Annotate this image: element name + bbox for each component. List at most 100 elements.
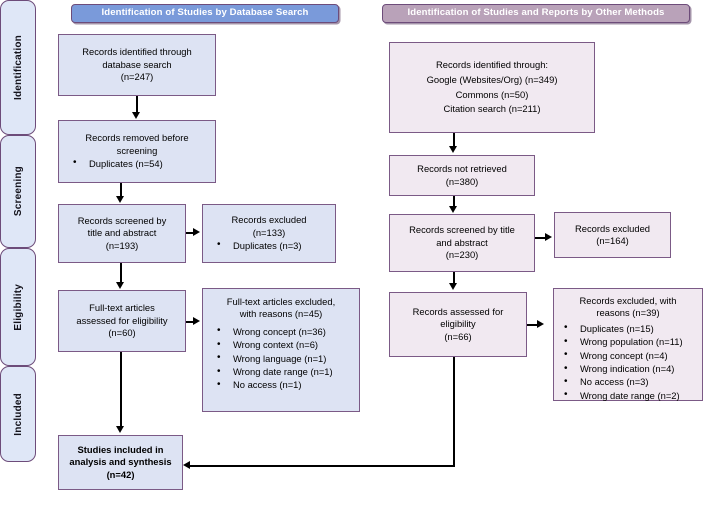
connector-screened-to-fulltext [119, 263, 123, 283]
arrowhead-down [116, 282, 125, 289]
arrowhead-right [545, 233, 552, 242]
box-records-screened-title-abstract-left: Records screened by title and abstract (… [58, 204, 186, 263]
text-line: Records identified through: [435, 59, 549, 71]
connector-fulltext-to-included [119, 352, 123, 427]
text-line: Records screened by title [409, 224, 515, 236]
list-item: No access (n=3) [560, 376, 698, 389]
banner-right-label: Identification of Studies and Reports by… [407, 7, 665, 19]
box-records-identified-database: Records identified through database sear… [58, 34, 216, 96]
arrowhead-down [449, 206, 458, 213]
text-line: (n=380) [445, 175, 479, 187]
bullet-list: Duplicates (n=54) [59, 157, 215, 170]
text-line: (n=42) [106, 468, 135, 480]
arrowhead-right [193, 228, 200, 237]
stage-screening-label: Screening [12, 166, 24, 217]
text-line: with reasons (n=45) [239, 308, 323, 320]
arrowhead-down [449, 283, 458, 290]
text-line: assessed for eligibility [76, 314, 168, 326]
text-line: Commons (n=50) [455, 88, 529, 100]
box-records-assessed-eligibility: Records assessed for eligibility (n=66) [389, 292, 527, 357]
list-item: Duplicates (n=15) [560, 322, 698, 335]
arrowhead-down [116, 196, 125, 203]
stage-eligibility: Eligibility [0, 248, 36, 366]
text-line: and abstract [436, 236, 488, 248]
text-line: Studies included in [77, 443, 164, 455]
box-fulltext-assessed-eligibility: Full-text articles assessed for eligibil… [58, 290, 186, 352]
connector-screened-to-excluded-133 [186, 231, 194, 235]
box-records-excluded-133: Records excluded (n=133) Duplicates (n=3… [202, 204, 336, 263]
text-line: (n=247) [120, 71, 154, 83]
list-item: Wrong date range (n=2) [560, 389, 698, 402]
text-line: (n=60) [108, 327, 136, 339]
stage-included-label: Included [12, 392, 24, 436]
text-line: title and abstract [87, 227, 157, 239]
arrowhead-down [132, 112, 141, 119]
box-records-not-retrieved: Records not retrieved (n=380) [389, 155, 535, 196]
text-line: Full-text articles excluded, [226, 296, 336, 307]
banner-other-methods: Identification of Studies and Reports by… [382, 4, 690, 23]
bullet-list: Duplicates (n=3) [203, 239, 335, 252]
bullet-list: Wrong concept (n=36) Wrong context (n=6)… [203, 325, 359, 393]
connector-assessed-elbow-vertical [452, 357, 456, 467]
list-item: Wrong context (n=6) [213, 339, 355, 352]
text-line: analysis and synthesis [69, 456, 172, 468]
text-line: Records excluded [574, 222, 651, 234]
list-item: Wrong date range (n=1) [213, 366, 355, 379]
text-line: (n=230) [445, 249, 479, 261]
text-line: Records identified through [82, 46, 192, 58]
text-line: Records excluded, with [579, 295, 677, 306]
text-line: screening [116, 144, 158, 156]
box-records-identified-other-methods: Records identified through: Google (Webs… [389, 42, 595, 133]
box-fulltext-excluded-reasons: Full-text articles excluded, with reason… [202, 288, 360, 412]
text-line: reasons (n=39) [596, 307, 660, 319]
arrowhead-right [193, 317, 200, 326]
text-line: (n=193) [105, 239, 139, 251]
connector-screened-to-excluded-164 [535, 236, 546, 240]
box-records-removed-before-screening: Records removed before screening Duplica… [58, 120, 216, 183]
text-line: Records excluded [231, 214, 307, 226]
box-studies-included: Studies included in analysis and synthes… [58, 435, 183, 490]
connector-identified-other-to-not-retrieved [452, 133, 456, 147]
banner-left-label: Identification of Studies by Database Se… [101, 7, 309, 19]
list-item: Wrong indication (n=4) [560, 363, 698, 376]
stage-screening: Screening [0, 135, 36, 248]
stage-identification-label: Identification [12, 34, 24, 101]
text-line: database search [102, 58, 172, 70]
arrowhead-right [537, 320, 544, 329]
banner-database-search: Identification of Studies by Database Se… [71, 4, 339, 23]
text-line: Records screened by [77, 214, 167, 226]
box-records-screened-title-abstract-right: Records screened by title and abstract (… [389, 214, 535, 272]
list-item: No access (n=1) [213, 379, 355, 392]
arrowhead-down [116, 426, 125, 433]
text-line: eligibility [440, 318, 476, 330]
list-item: Wrong population (n=11) [560, 336, 698, 349]
text-line: (n=66) [444, 330, 472, 342]
text-line: Records removed before [85, 132, 189, 144]
connector-fulltext-to-excluded-45 [186, 320, 194, 324]
connector-removed-to-screened [119, 183, 123, 197]
stage-eligibility-label: Eligibility [12, 283, 24, 331]
text-line: Full-text articles [89, 302, 155, 314]
connector-not-retrieved-to-screened [452, 196, 456, 206]
text-line: Google (Websites/Org) (n=349) [426, 73, 558, 85]
stage-included: Included [0, 366, 36, 462]
stage-identification: Identification [0, 0, 36, 135]
connector-screened-to-assessed [452, 272, 456, 284]
list-item: Duplicates (n=3) [213, 239, 331, 252]
text-line: (n=133) [252, 226, 286, 238]
list-item: Wrong language (n=1) [213, 352, 355, 365]
list-item: Duplicates (n=54) [69, 157, 211, 170]
connector-identified-to-removed [135, 96, 139, 113]
text-line: Records not retrieved [417, 163, 507, 175]
connector-assessed-elbow-horizontal [190, 464, 455, 467]
bullet-list: Duplicates (n=15) Wrong population (n=11… [554, 322, 702, 403]
arrowhead-down [449, 146, 458, 153]
text-line: (n=164) [596, 235, 629, 246]
box-records-excluded-reasons-39: Records excluded, with reasons (n=39) Du… [553, 288, 703, 403]
connector-assessed-to-excluded-39 [527, 323, 538, 327]
list-item: Wrong concept (n=4) [560, 349, 698, 362]
box-records-excluded-164: Records excluded (n=164) [554, 212, 671, 258]
text-line: Citation search (n=211) [443, 103, 541, 115]
arrowhead-left [183, 461, 190, 470]
